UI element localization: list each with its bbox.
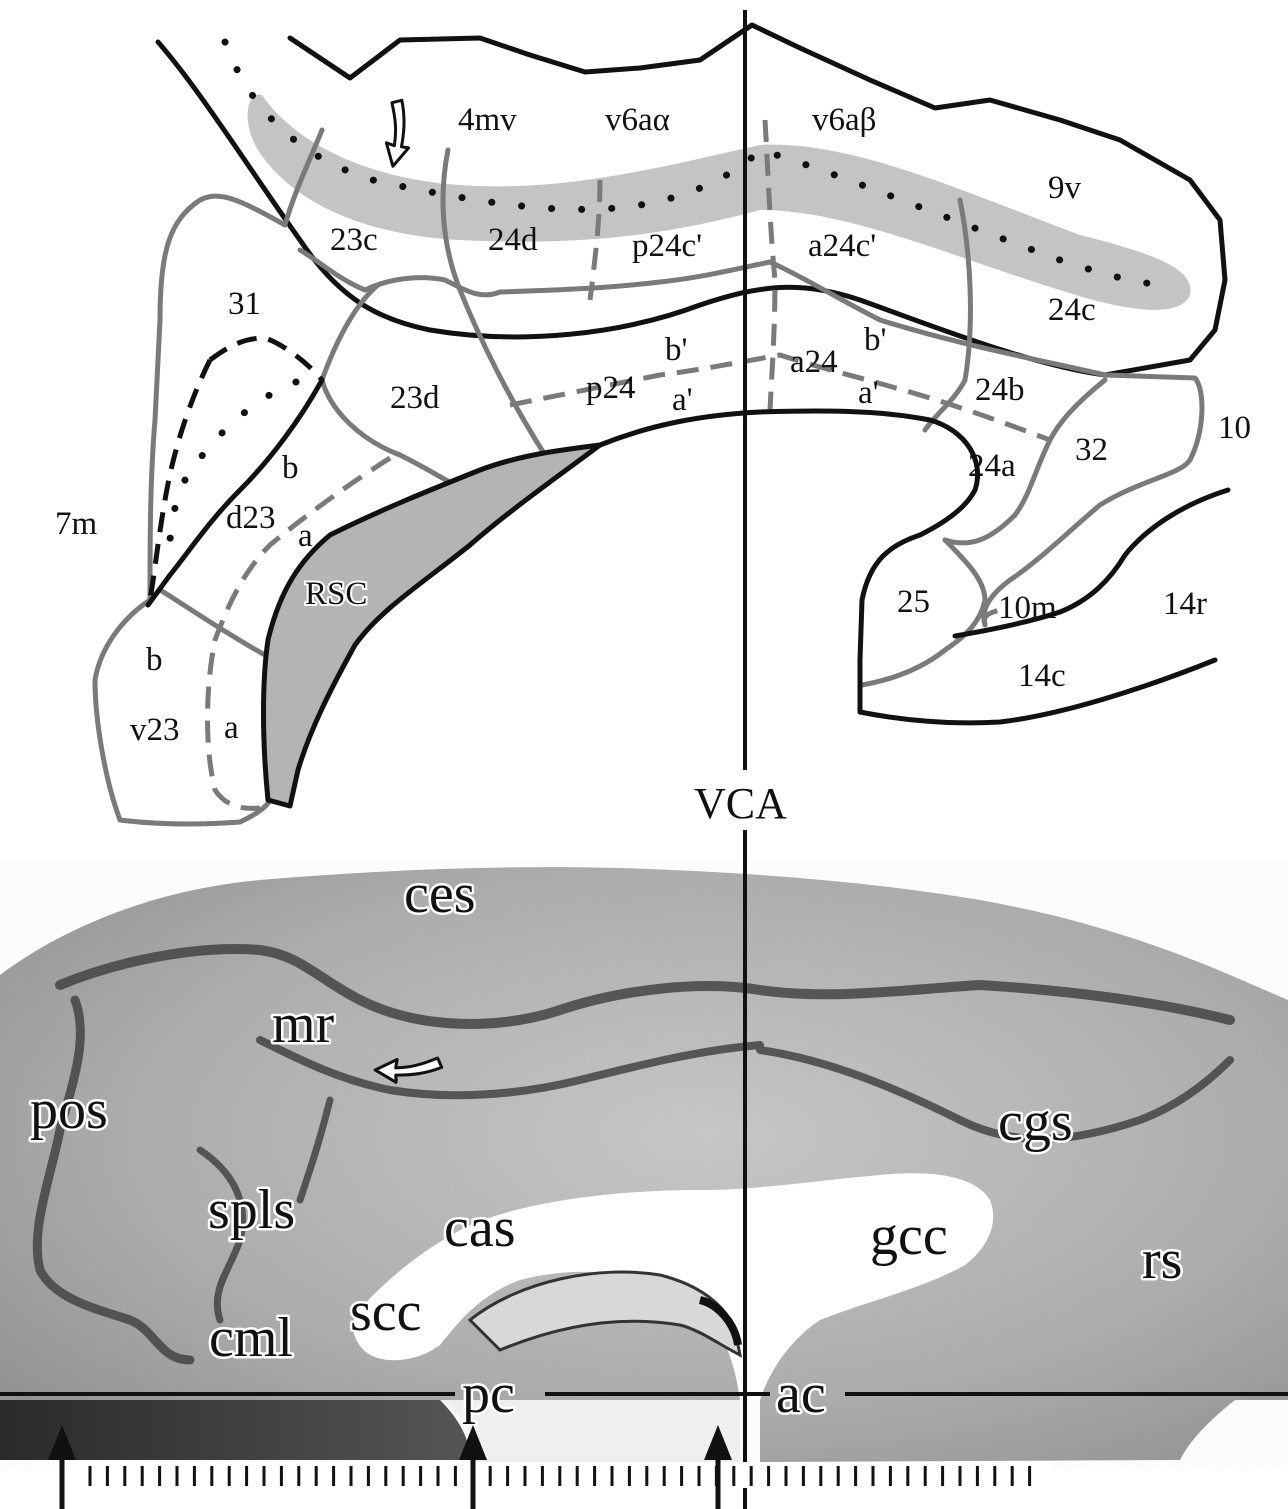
- label-a24-b: b': [864, 322, 886, 358]
- label-v6aa: v6aα: [605, 102, 670, 138]
- mm-scale: [72, 1462, 1052, 1488]
- label-4mv: 4mv: [458, 102, 517, 138]
- label-gcc: gcc: [870, 1205, 948, 1267]
- label-d23: d23: [226, 500, 276, 536]
- label-p24: p24: [586, 370, 636, 406]
- label-23c: 23c: [330, 222, 378, 258]
- scale-background: [72, 1462, 1052, 1488]
- label-ces: ces: [404, 863, 476, 925]
- area-map: 4mv v6aα v6aβ 9v 23c 24d p24c' a24c' 24c…: [55, 10, 1251, 828]
- label-ac: ac: [776, 1363, 826, 1425]
- label-a24: a24: [790, 344, 838, 380]
- label-24b: 24b: [975, 372, 1025, 408]
- label-d23-a: a: [298, 518, 313, 554]
- label-cas: cas: [444, 1197, 516, 1259]
- label-32: 32: [1075, 432, 1108, 468]
- label-p24-a: a': [672, 382, 693, 418]
- label-23d: 23d: [390, 380, 440, 416]
- label-10m: 10m: [998, 590, 1057, 626]
- label-24d: 24d: [488, 222, 538, 258]
- callosal-border: [600, 411, 1215, 723]
- area31-border: [210, 338, 322, 380]
- label-31: 31: [228, 286, 261, 322]
- vca-label: VCA: [694, 779, 787, 828]
- label-14c: 14c: [1018, 658, 1066, 694]
- label-24a: 24a: [968, 448, 1016, 484]
- label-cml: cml: [209, 1307, 293, 1369]
- label-p24-b: b': [665, 332, 687, 368]
- label-a24-a: a': [858, 375, 879, 411]
- label-p24c: p24c': [632, 228, 702, 264]
- label-7m: 7m: [55, 506, 98, 542]
- rsc-region: [264, 445, 601, 806]
- label-14r: 14r: [1163, 586, 1207, 622]
- label-mr: mr: [272, 993, 335, 1055]
- label-pc: pc: [462, 1363, 515, 1425]
- label-a24c: a24c': [808, 228, 876, 264]
- label-v6ab: v6aβ: [812, 102, 876, 138]
- label-rsc: RSC: [305, 576, 367, 612]
- label-rs: rs: [1142, 1229, 1182, 1291]
- label-spls: spls: [208, 1179, 295, 1241]
- label-scc: scc: [350, 1281, 422, 1343]
- label-v23-a: a: [224, 710, 239, 746]
- label-pos: pos: [30, 1079, 108, 1141]
- label-v23: v23: [130, 712, 180, 748]
- label-d23-b: b: [282, 450, 299, 486]
- label-24c: 24c: [1048, 292, 1096, 328]
- label-v23-b: b: [146, 642, 163, 678]
- label-25: 25: [897, 584, 930, 620]
- label-9v: 9v: [1048, 170, 1082, 206]
- label-10: 10: [1218, 410, 1251, 446]
- brain-photograph: ces mr pos cgs spls cas gcc rs cml scc p…: [0, 830, 1288, 1509]
- label-cgs: cgs: [998, 1091, 1073, 1153]
- curved-arrow-icon: [368, 98, 425, 166]
